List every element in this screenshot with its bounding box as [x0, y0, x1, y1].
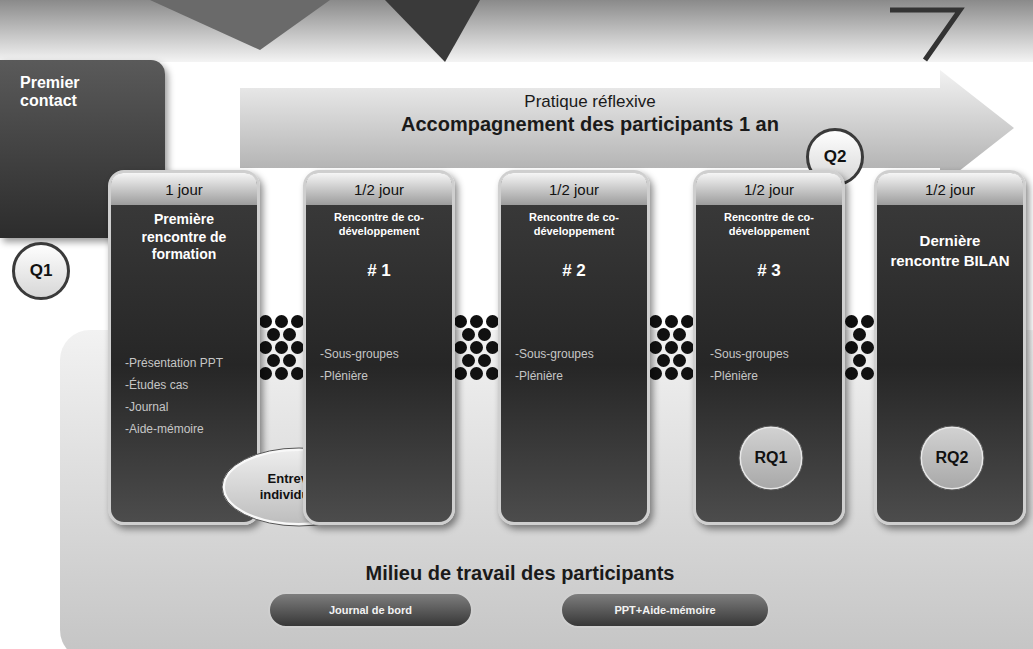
top-shape: [150, 0, 330, 50]
node-text: # 3: [696, 261, 842, 281]
top-shape: [385, 0, 480, 62]
pill-outline: [269, 593, 472, 627]
meeting-box: 1/2 jourRencontre de co-développement # 1…: [303, 170, 455, 525]
node-text: Première rencontre de formation: [111, 205, 257, 264]
node-text: Premier contact: [20, 74, 120, 111]
text-holder: PPT+Aide-mémoire: [604, 604, 725, 616]
node-text: Dernière rencontre BILAN: [877, 205, 1023, 272]
circle-outline: [14, 244, 69, 299]
top-shape: [890, 10, 960, 60]
node-text: -Sous-groupes: [696, 343, 842, 365]
text-holder: Q2: [824, 147, 847, 167]
node-text: -Sous-groupes: [501, 343, 647, 365]
node-text: 1/2 jour: [877, 173, 1023, 205]
node-text: Journal de bord: [319, 604, 422, 616]
subtitle-label: Pratique réflexive: [270, 92, 910, 112]
node-text: Q2: [824, 147, 847, 167]
node-text: -Plénière: [306, 365, 452, 387]
node-text: Rencontre de co-développement: [696, 205, 842, 239]
node-text: -Aide-mémoire: [111, 418, 257, 440]
question-circle: RQ1: [739, 426, 803, 490]
top-band: [0, 0, 1033, 62]
circle-outline: [740, 427, 802, 489]
timeline-arrow: [240, 70, 1014, 186]
text-holder: Q1: [30, 261, 53, 281]
node-text: -Sous-groupes: [306, 343, 452, 365]
meeting-box: 1/2 jourRencontre de co-développement # 2…: [498, 170, 650, 525]
dotted-connector: [461, 322, 499, 374]
node-text: -Présentation PPT: [111, 352, 257, 374]
node-text: Rencontre de co-développement: [501, 205, 647, 239]
node-text: -Journal: [111, 396, 257, 418]
node-text: # 1: [306, 261, 452, 281]
dotted-connector: [656, 322, 694, 374]
dotted-connector: [852, 322, 875, 374]
node-text: 1/2 jour: [501, 173, 647, 205]
outer-ring: [920, 426, 984, 490]
text-holder: Journal de bord: [319, 604, 422, 616]
node-text: 1/2 jour: [696, 173, 842, 205]
dotted-connector: [266, 322, 304, 374]
meeting-box: 1/2 jourRencontre de co-développement # 3…: [693, 170, 845, 525]
outer-ring: [739, 426, 803, 490]
text-holder: RQ1: [755, 449, 788, 467]
meeting-box: 1/2 jourDernière rencontre BILAN RQ2: [874, 170, 1026, 525]
question-circle: RQ2: [920, 426, 984, 490]
pill-outline: [561, 593, 769, 627]
node-text: Rencontre de co-développement: [306, 205, 452, 239]
node-text: PPT+Aide-mémoire: [604, 604, 725, 616]
tool-pill: Journal de bord: [268, 592, 473, 628]
node-text: 1/2 jour: [306, 173, 452, 205]
node-text: -Plénière: [696, 365, 842, 387]
node-text: 1 jour: [111, 173, 257, 205]
question-circle: Q1: [12, 242, 70, 300]
tool-pill: PPT+Aide-mémoire: [560, 592, 770, 628]
node-text: Q1: [30, 261, 53, 281]
node-text: RQ2: [936, 449, 969, 467]
node-text: -Plénière: [501, 365, 647, 387]
node-text: -Études cas: [111, 374, 257, 396]
text-holder: RQ2: [936, 449, 969, 467]
circle-outline: [921, 427, 983, 489]
diagram-title: Accompagnement des participants 1 an: [270, 113, 910, 136]
node-text: # 2: [501, 261, 647, 281]
node-text: RQ1: [755, 449, 788, 467]
section-label: Milieu de travail des participants: [200, 562, 840, 585]
